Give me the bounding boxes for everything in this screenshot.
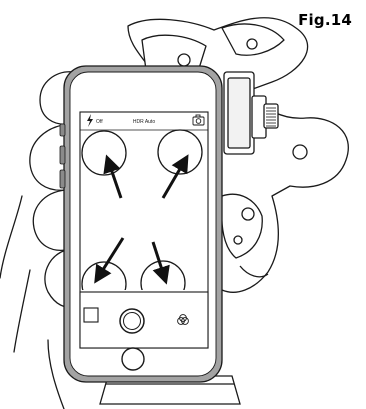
shutter-button-icon[interactable] — [120, 309, 144, 333]
phone-screen: Off HDR Auto — [80, 112, 208, 348]
camera-controls-bar — [80, 292, 208, 348]
hand-outline — [0, 72, 74, 409]
target-circle-top-left — [82, 131, 126, 175]
hdr-mode-label[interactable]: HDR Auto — [133, 119, 155, 125]
home-button-icon[interactable] — [122, 348, 144, 370]
gallery-thumbnail-icon[interactable] — [84, 308, 98, 322]
flash-mode-label[interactable]: Off — [96, 119, 103, 125]
